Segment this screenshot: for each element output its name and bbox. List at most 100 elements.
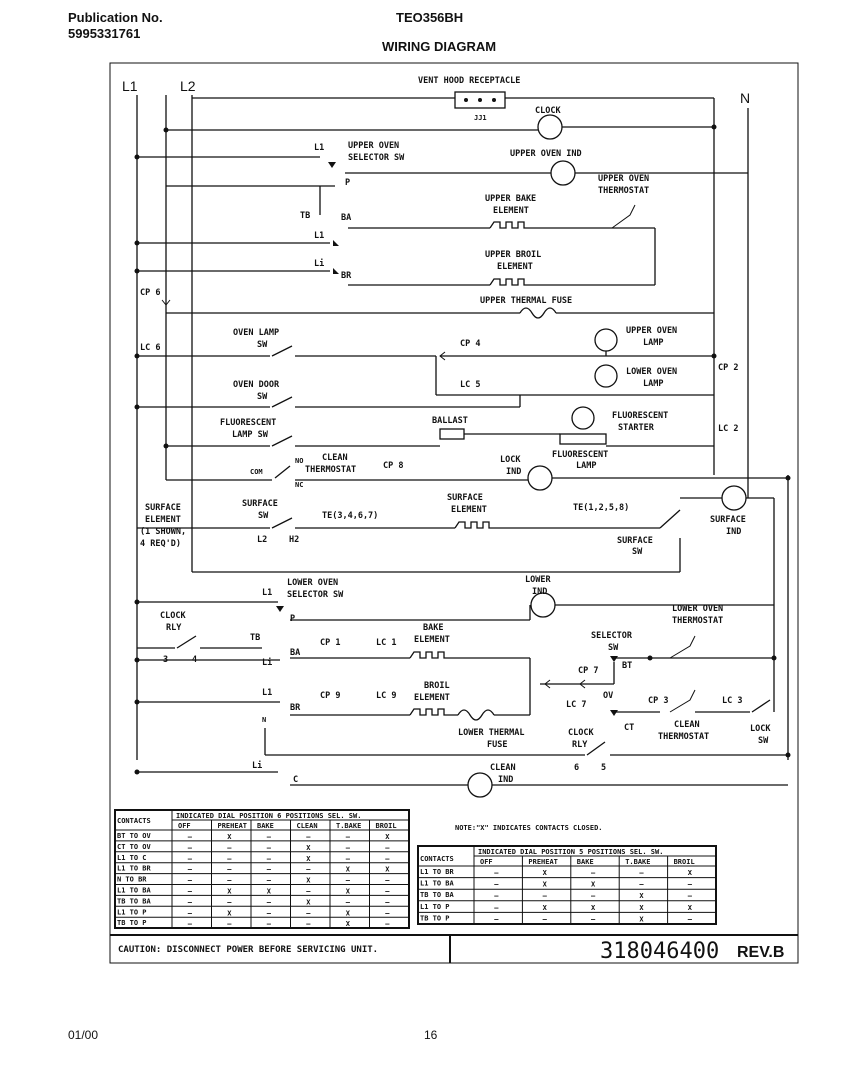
table-row-label: L1 TO BA [117, 887, 152, 895]
table-cell: — [188, 866, 193, 874]
svg-text:BA: BA [290, 648, 300, 658]
svg-text:UPPER BAKE: UPPER BAKE [485, 194, 536, 204]
publication-number: 5995331761 [68, 26, 141, 41]
svg-text:LOWER THERMAL: LOWER THERMAL [458, 728, 525, 738]
table-cell: — [346, 844, 351, 852]
oven-door-sw: OVEN DOOR SW [134, 380, 521, 410]
bus-label-l2: L2 [180, 78, 196, 94]
svg-text:CONTACTS: CONTACTS [117, 817, 151, 825]
table-cell: — [227, 855, 232, 863]
clean-thermostat-top: NO COM NC CLEAN THERMOSTAT CP 8 [166, 453, 528, 489]
svg-text:THERMOSTAT: THERMOSTAT [658, 732, 709, 742]
svg-text:SELECTOR: SELECTOR [591, 631, 633, 641]
svg-text:ELEMENT: ELEMENT [497, 262, 533, 272]
svg-text:ELEMENT: ELEMENT [451, 505, 487, 515]
svg-text:ELEMENT: ELEMENT [414, 635, 450, 645]
svg-text:STARTER: STARTER [618, 423, 655, 433]
lower-oven-thermostat: LOWER OVEN THERMOSTAT [647, 604, 777, 661]
table-cell: — [494, 869, 499, 877]
table-cell: — [688, 915, 693, 923]
lower-thermal-fuse: LOWER THERMAL FUSE [458, 728, 525, 750]
table-cell: — [346, 898, 351, 906]
svg-text:IND: IND [532, 587, 547, 597]
table-row-label: L1 TO BR [420, 868, 455, 876]
svg-text:P: P [290, 614, 295, 624]
svg-text:IND: IND [498, 775, 513, 785]
table-cell: X [227, 833, 232, 841]
table-cell: — [267, 920, 272, 928]
svg-text:CP 3: CP 3 [648, 696, 668, 706]
table-cell: X [306, 898, 311, 906]
svg-text:ELEMENT: ELEMENT [414, 693, 450, 703]
svg-text:BROIL: BROIL [424, 681, 450, 691]
table-cell: — [306, 909, 311, 917]
svg-text:SW: SW [257, 392, 268, 402]
svg-text:CP 9: CP 9 [320, 691, 340, 701]
bus-label-n: N [740, 90, 750, 106]
lock-ind-top: LOCK IND [500, 455, 791, 491]
svg-text:LAMP: LAMP [643, 338, 663, 348]
table-cell: X [385, 833, 390, 841]
svg-text:6: 6 [574, 763, 579, 773]
svg-text:CLEAN: CLEAN [322, 453, 348, 463]
svg-text:NC: NC [295, 481, 303, 489]
table-column-header: BAKE [577, 858, 594, 866]
table-cell: — [385, 909, 390, 917]
table-cell: X [346, 866, 351, 874]
svg-text:CONTACTS: CONTACTS [420, 855, 454, 863]
svg-text:RLY: RLY [572, 740, 588, 750]
table-cell: — [385, 888, 390, 896]
svg-text:OVEN DOOR: OVEN DOOR [233, 380, 280, 390]
svg-text:BA: BA [341, 213, 351, 223]
table-cell: — [188, 833, 193, 841]
table-cell: — [306, 920, 311, 928]
table-column-header: BROIL [674, 858, 695, 866]
table-cell: X [306, 855, 311, 863]
lower-bake-element: Li BA CP 1 LC 1 BAKE ELEMENT [134, 623, 531, 715]
table-cell: — [267, 909, 272, 917]
table-cell: — [543, 915, 548, 923]
svg-text:L1: L1 [262, 588, 272, 598]
svg-text:P: P [345, 178, 350, 188]
table-cell: X [543, 869, 548, 877]
svg-text:UPPER THERMAL FUSE: UPPER THERMAL FUSE [480, 296, 572, 306]
table-cell: — [494, 915, 499, 923]
svg-text:L1: L1 [314, 231, 324, 241]
svg-text:CP 7: CP 7 [578, 666, 598, 676]
table-cell: — [385, 844, 390, 852]
table-row-label: L1 TO C [117, 854, 147, 862]
table-cell: — [494, 892, 499, 900]
svg-text:CP 6: CP 6 [140, 288, 160, 298]
svg-text:FLUORESCENT: FLUORESCENT [220, 418, 276, 428]
table-row-label: TB TO BA [117, 897, 152, 905]
svg-text:LOCK: LOCK [750, 724, 771, 734]
table-cell: X [591, 881, 596, 889]
svg-text:VENT HOOD RECEPTACLE: VENT HOOD RECEPTACLE [418, 76, 520, 86]
table-cell: — [188, 888, 193, 896]
table-cell: — [639, 881, 644, 889]
svg-text:LC 1: LC 1 [376, 638, 396, 648]
table-cell: — [543, 892, 548, 900]
svg-text:SW: SW [758, 736, 769, 746]
svg-text:LC 3: LC 3 [722, 696, 742, 706]
svg-text:L1: L1 [314, 143, 324, 153]
svg-text:(1 SHOWN,: (1 SHOWN, [140, 527, 186, 537]
svg-text:OV: OV [603, 691, 613, 701]
svg-text:CP 1: CP 1 [320, 638, 340, 648]
svg-text:TE(3,4,6,7): TE(3,4,6,7) [322, 511, 378, 521]
svg-text:RLY: RLY [166, 623, 182, 633]
svg-text:LC 9: LC 9 [376, 691, 396, 701]
table-cell: — [346, 833, 351, 841]
table-cell: — [227, 898, 232, 906]
caution-box: CAUTION: DISCONNECT POWER BEFORE SERVICI… [110, 934, 798, 964]
table-cell: X [346, 920, 351, 928]
clean-thermostat-lower: CP 3 LC 3 CT CLEAN THERMOSTAT [610, 689, 750, 742]
svg-text:SURFACE: SURFACE [242, 499, 278, 509]
table-row-label: CT TO OV [117, 843, 152, 851]
lower-oven-lamp: LOWER OVEN LAMP LC 5 CP 2 [436, 363, 738, 396]
lower-cp7: CP 7 OV LC 7 [540, 666, 614, 710]
svg-text:SURFACE: SURFACE [617, 536, 653, 546]
upper-broil-element: UPPER BROIL ELEMENT [348, 250, 655, 286]
svg-text:TE(1,2,5,8): TE(1,2,5,8) [573, 503, 629, 513]
table-cell: X [306, 877, 311, 885]
